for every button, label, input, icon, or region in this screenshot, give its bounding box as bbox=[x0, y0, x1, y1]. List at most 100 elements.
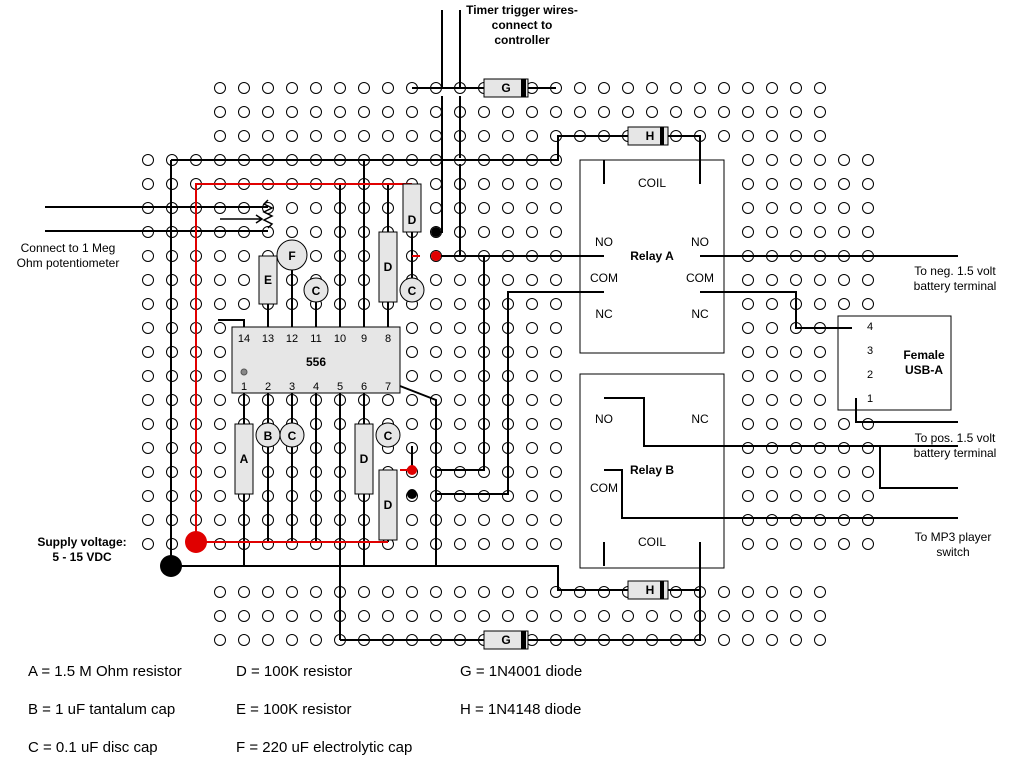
relay-a-nc-right: NC bbox=[691, 307, 709, 321]
board-hole bbox=[790, 274, 802, 286]
board-hole bbox=[814, 226, 826, 238]
board-hole bbox=[214, 466, 226, 478]
label-d1: D bbox=[384, 260, 393, 274]
label-e: E bbox=[264, 273, 272, 287]
board-hole bbox=[862, 226, 874, 238]
timer-label-1: Timer trigger wires- bbox=[466, 3, 578, 17]
board-hole bbox=[478, 514, 490, 526]
relay-b-com: COM bbox=[590, 481, 618, 495]
board-hole bbox=[286, 130, 298, 142]
board-hole bbox=[214, 250, 226, 262]
board-hole bbox=[454, 514, 466, 526]
board-hole bbox=[502, 514, 514, 526]
board-hole bbox=[550, 610, 562, 622]
board-hole bbox=[838, 154, 850, 166]
board-hole bbox=[526, 202, 538, 214]
board-hole bbox=[286, 634, 298, 646]
board-hole bbox=[838, 202, 850, 214]
board-hole bbox=[286, 106, 298, 118]
board-hole bbox=[694, 106, 706, 118]
board-hole bbox=[862, 154, 874, 166]
board-hole bbox=[862, 274, 874, 286]
board-hole bbox=[142, 322, 154, 334]
board-hole bbox=[862, 490, 874, 502]
neg-label-2: battery terminal bbox=[914, 279, 997, 293]
annotations: Timer trigger wires- connect to controll… bbox=[17, 3, 997, 564]
board-hole bbox=[310, 586, 322, 598]
board-hole bbox=[526, 586, 538, 598]
relay-a-labels: COIL NO NO Relay A COM COM NC NC bbox=[590, 176, 714, 321]
board-hole bbox=[814, 610, 826, 622]
wire-usb-1 bbox=[855, 398, 958, 423]
board-hole bbox=[214, 634, 226, 646]
board-hole bbox=[454, 346, 466, 358]
label-g-top: G bbox=[501, 81, 510, 95]
board-hole bbox=[766, 418, 778, 430]
usb-connector-body bbox=[837, 315, 952, 411]
board-hole bbox=[382, 394, 394, 406]
resistor-d-3 bbox=[354, 423, 374, 495]
relay-a-no-right: NO bbox=[691, 235, 709, 249]
board-hole bbox=[718, 130, 730, 142]
board-hole bbox=[766, 322, 778, 334]
components bbox=[234, 78, 669, 650]
board-hole bbox=[142, 346, 154, 358]
board-hole bbox=[310, 82, 322, 94]
board-hole bbox=[790, 202, 802, 214]
board-hole bbox=[454, 490, 466, 502]
board-hole bbox=[238, 82, 250, 94]
board-hole bbox=[502, 586, 514, 598]
board-hole bbox=[430, 610, 442, 622]
board-hole bbox=[790, 130, 802, 142]
board-hole bbox=[430, 370, 442, 382]
board-hole bbox=[238, 106, 250, 118]
board-hole bbox=[550, 538, 562, 550]
chip-bottom-pin-labels: 1 2 3 4 5 6 7 bbox=[241, 381, 391, 393]
capacitor-f bbox=[276, 239, 308, 271]
board-hole bbox=[550, 466, 562, 478]
board-hole bbox=[790, 634, 802, 646]
pot-label-2: Ohm potentiometer bbox=[17, 256, 120, 270]
board-hole bbox=[478, 490, 490, 502]
board-hole bbox=[790, 226, 802, 238]
board-hole bbox=[766, 106, 778, 118]
board-hole bbox=[430, 322, 442, 334]
chip-pin-label: 7 bbox=[385, 381, 391, 393]
board-hole bbox=[646, 106, 658, 118]
board-hole bbox=[550, 226, 562, 238]
board-hole bbox=[814, 202, 826, 214]
board-hole bbox=[742, 154, 754, 166]
board-hole bbox=[238, 274, 250, 286]
board-hole bbox=[406, 130, 418, 142]
board-hole bbox=[478, 610, 490, 622]
board-hole bbox=[526, 298, 538, 310]
label-c2: C bbox=[408, 284, 417, 298]
board-hole bbox=[790, 394, 802, 406]
board-hole bbox=[622, 106, 634, 118]
board-hole bbox=[430, 130, 442, 142]
board-hole bbox=[286, 82, 298, 94]
board-hole bbox=[310, 634, 322, 646]
board-hole bbox=[742, 442, 754, 454]
board-hole bbox=[406, 346, 418, 358]
board-hole bbox=[286, 610, 298, 622]
board-hole bbox=[742, 226, 754, 238]
board-hole bbox=[526, 466, 538, 478]
board-hole bbox=[526, 514, 538, 526]
board-hole bbox=[670, 106, 682, 118]
relay-b-nc: NC bbox=[691, 412, 709, 426]
board-hole bbox=[142, 250, 154, 262]
label-c3: C bbox=[288, 429, 297, 443]
wire-pin14 bbox=[218, 319, 245, 327]
board-hole bbox=[742, 370, 754, 382]
board-hole bbox=[790, 490, 802, 502]
relay-b-labels: NO NC Relay B COM COIL bbox=[590, 412, 709, 549]
board-hole bbox=[742, 202, 754, 214]
board-hole bbox=[550, 322, 562, 334]
board-hole bbox=[862, 298, 874, 310]
board-hole bbox=[454, 610, 466, 622]
usb-pin-label: 2 bbox=[867, 369, 873, 381]
legend-e: E = 100K resistor bbox=[236, 701, 351, 718]
label-c1: C bbox=[312, 284, 321, 298]
relay-b-no: NO bbox=[595, 412, 613, 426]
